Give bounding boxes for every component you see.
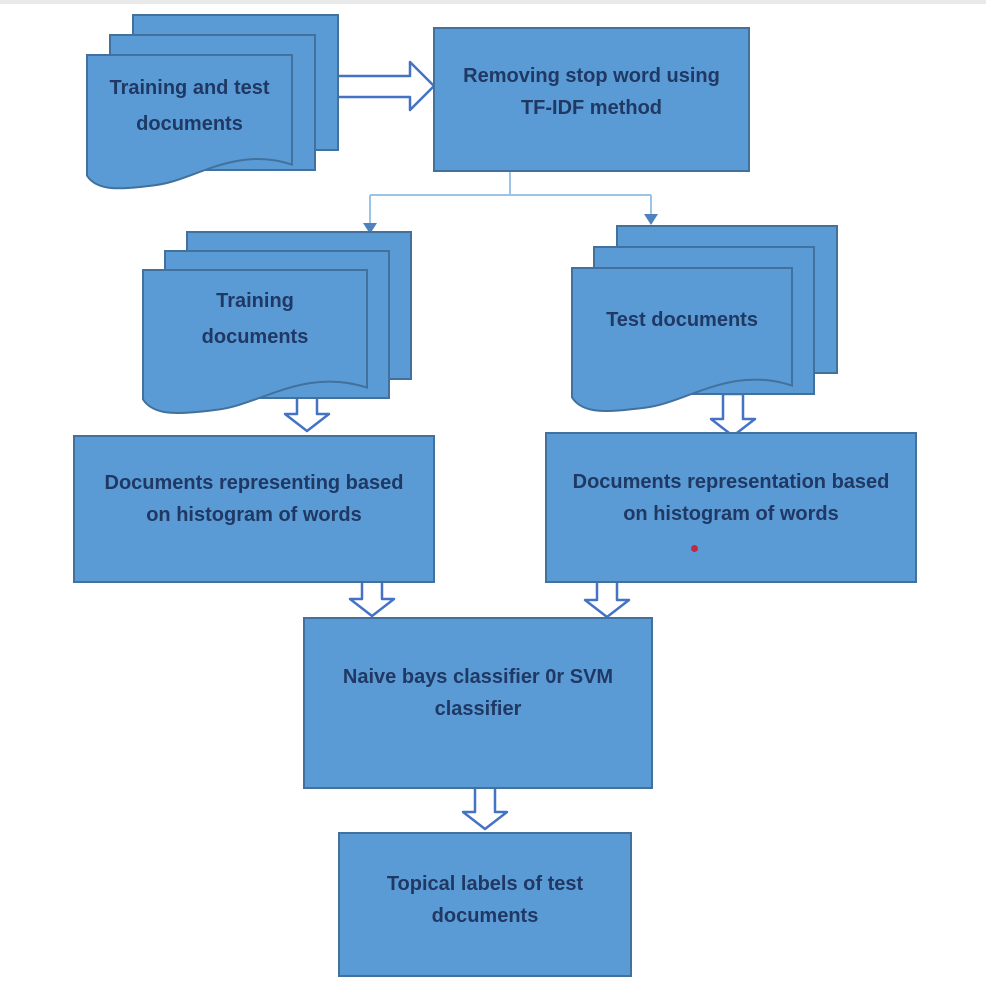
node-label: Naive bays classifier 0r SVM classifier <box>342 666 614 720</box>
branch-arrowhead-right <box>644 214 658 225</box>
test-stack-label: Test documents <box>606 309 758 331</box>
top-border <box>0 0 986 4</box>
document-sheet-front <box>142 269 368 415</box>
node-test-representation: Documents representation based on histog… <box>545 432 917 583</box>
down-arrow-test-stack <box>709 392 757 438</box>
node-classifier: Naive bays classifier 0r SVM classifier <box>303 617 653 789</box>
training-stack-label: Training documents <box>201 290 309 348</box>
node-label: Documents representing based on histogra… <box>104 472 404 526</box>
input-stack-label: Training and test documents <box>109 77 270 135</box>
right-block-arrow <box>335 60 436 112</box>
document-sheet-front <box>86 54 293 190</box>
document-sheet-front <box>571 267 793 413</box>
node-output-labels: Topical labels of test documents <box>338 832 632 977</box>
node-label: Documents representation based on histog… <box>572 470 890 525</box>
test-documents-stack <box>571 225 838 413</box>
node-stopword-removal: Removing stop word using TF-IDF method <box>433 27 750 172</box>
node-label: Removing stop word using TF-IDF method <box>463 64 720 119</box>
input-documents-stack <box>86 14 339 190</box>
branch-connector-lines <box>369 172 652 224</box>
stray-red-dot <box>691 545 698 552</box>
branch-arrowhead-left <box>363 223 377 234</box>
node-training-representation: Documents representing based on histogra… <box>73 435 435 583</box>
training-documents-stack <box>142 231 412 415</box>
node-label: Topical labels of test documents <box>386 872 584 927</box>
down-arrow-classifier-to-output <box>461 782 509 831</box>
